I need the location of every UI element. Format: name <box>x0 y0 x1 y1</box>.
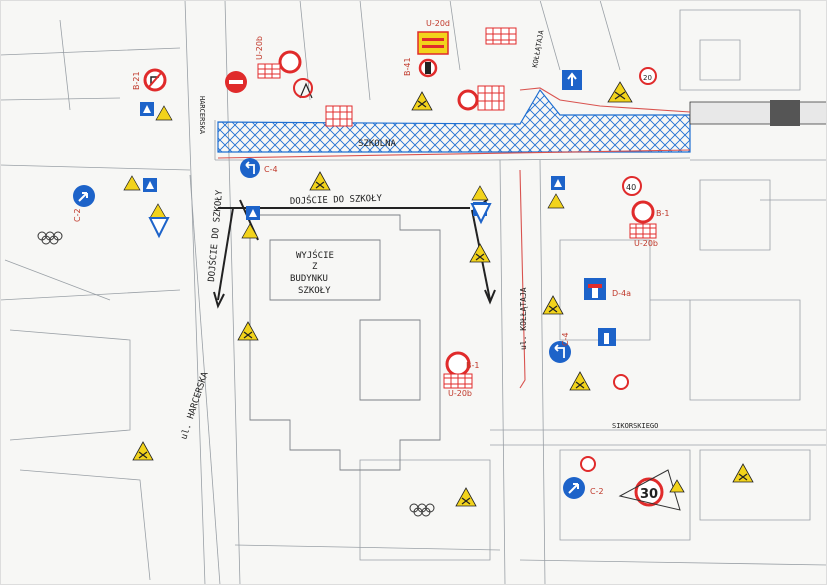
exit-label-line2: Z <box>312 262 318 272</box>
sign-code-b1-right: B-1 <box>656 209 669 218</box>
sign-code-d4a: D-4a <box>612 289 631 298</box>
children-sign-6 <box>471 185 489 201</box>
speed-sign-20-text: 20 <box>643 74 652 82</box>
crossroad-sign-8 <box>132 441 154 461</box>
children-sign-3 <box>149 203 167 219</box>
crossroad-sign-6 <box>237 321 259 341</box>
pedestrian-down-triangle-signs <box>148 203 492 239</box>
b1-sign-right <box>631 200 655 224</box>
dead-end-sign-d4a: D-4a <box>584 278 631 346</box>
sign-code-b1-center: B-1 <box>466 361 479 370</box>
sign-code-u20b-top: U-20b <box>255 36 264 60</box>
barrier-blocks-u20b: U-20b U-20b <box>257 27 658 398</box>
crossroad-warning-signs <box>132 81 754 507</box>
one-way-sign <box>562 70 582 90</box>
sikorskiego-label: SIKORSKIEGO <box>612 422 658 430</box>
speed-limit-signs: 20 40 30 <box>580 67 664 507</box>
speed-sign-small-1 <box>613 374 629 390</box>
exit-label-line1: WYJŚCIE <box>296 249 334 261</box>
harcerska-label: ul. HARCERSKA <box>179 370 210 441</box>
crossroad-sign-7 <box>569 371 591 391</box>
keep-right-sign-c2-bottom: C-2 <box>563 477 604 499</box>
sign-code-b21: B-21 <box>132 71 141 90</box>
red-boundary-lines <box>217 87 691 389</box>
rings-left <box>37 231 63 245</box>
down-triangle-sign-1 <box>148 217 170 239</box>
speed-zone-outline <box>618 469 685 511</box>
path-to-school-label: DOJŚCIE DO SZKOŁY <box>290 192 383 207</box>
children-sign-5 <box>547 193 565 209</box>
crossroad-sign-1 <box>309 171 331 191</box>
crossroad-sign-4 <box>469 243 491 263</box>
no-right-turn-sign: B-21 <box>132 68 167 92</box>
barrier-block-top <box>485 27 517 45</box>
crossroad-sign-10 <box>732 463 754 483</box>
kollataja-top-label: KOŁŁĄTAJA <box>531 29 546 69</box>
rings-bottom <box>409 503 435 517</box>
sign-code-c2-left: C-2 <box>73 208 82 222</box>
olympic-ring-markers <box>37 231 435 517</box>
speed-sign-40-text: 40 <box>626 183 636 192</box>
b1-sign-mid-top <box>457 89 479 111</box>
barrier-block-right <box>629 223 657 239</box>
road-edges <box>189 120 827 585</box>
exit-label-line4: SZKOŁY <box>298 286 331 296</box>
crossroad-sign-9 <box>455 487 477 507</box>
children-sign-2 <box>123 175 141 191</box>
speed-sign-small-2 <box>580 456 596 472</box>
no-vehicles-signs-b1: B-1 B-1 <box>278 50 669 377</box>
turn-signs-top <box>293 78 313 99</box>
szkolna-hatched-zone <box>217 88 827 153</box>
sign-code-c2-bottom: C-2 <box>590 487 604 496</box>
barrier-block-center <box>443 373 473 389</box>
keep-right-sign-c2-left: C-2 <box>73 185 95 222</box>
speed-sign-40 <box>622 176 642 196</box>
sign-code-u20d: U-20d <box>426 19 450 28</box>
turn-left-sign-c4-top: C-4 <box>240 158 278 178</box>
info-board-u20d: U-20d B-41 U-20b <box>255 19 450 78</box>
school-building-outline <box>249 214 441 471</box>
speed-sign-30-text: 30 <box>640 487 658 502</box>
speed-sign-30 <box>634 477 664 507</box>
children-warning-signs <box>123 105 565 239</box>
sign-code-c4-top: C-4 <box>264 165 278 174</box>
children-sign-1 <box>155 105 173 121</box>
sign-code-u20b-right: U-20b <box>634 239 658 248</box>
exit-label-line3: BUDYNKU <box>290 274 328 284</box>
sign-code-b41: B-41 <box>403 57 412 76</box>
szkolna-street-label: SZKOLNA <box>358 139 397 149</box>
crossroad-sign-3 <box>411 91 433 111</box>
barrier-block-szkolna-1 <box>325 105 353 127</box>
turn-left-sign-c4-mid: C-4 <box>549 332 571 363</box>
sign-code-u20b-center: U-20b <box>448 389 472 398</box>
harcerska-top-label: HARCERSKA <box>198 96 206 135</box>
barrier-block-szkolna-2 <box>477 85 505 111</box>
path-vertical-label: DOJŚCIE DO SZKOŁY <box>205 189 225 282</box>
kollataja-label: ul. KOŁŁĄTAJA <box>519 287 528 350</box>
down-triangle-sign-2 <box>470 203 492 225</box>
barrier-block-top-2 <box>257 63 281 79</box>
speed-sign-20 <box>639 67 657 85</box>
children-sign-4 <box>241 223 259 239</box>
sign-code-c4-mid: C-4 <box>561 332 570 346</box>
no-entry-sign <box>225 71 247 93</box>
crossroad-sign-2 <box>607 81 633 103</box>
crossroad-sign-5 <box>542 295 564 315</box>
b1-sign-top <box>278 50 302 74</box>
